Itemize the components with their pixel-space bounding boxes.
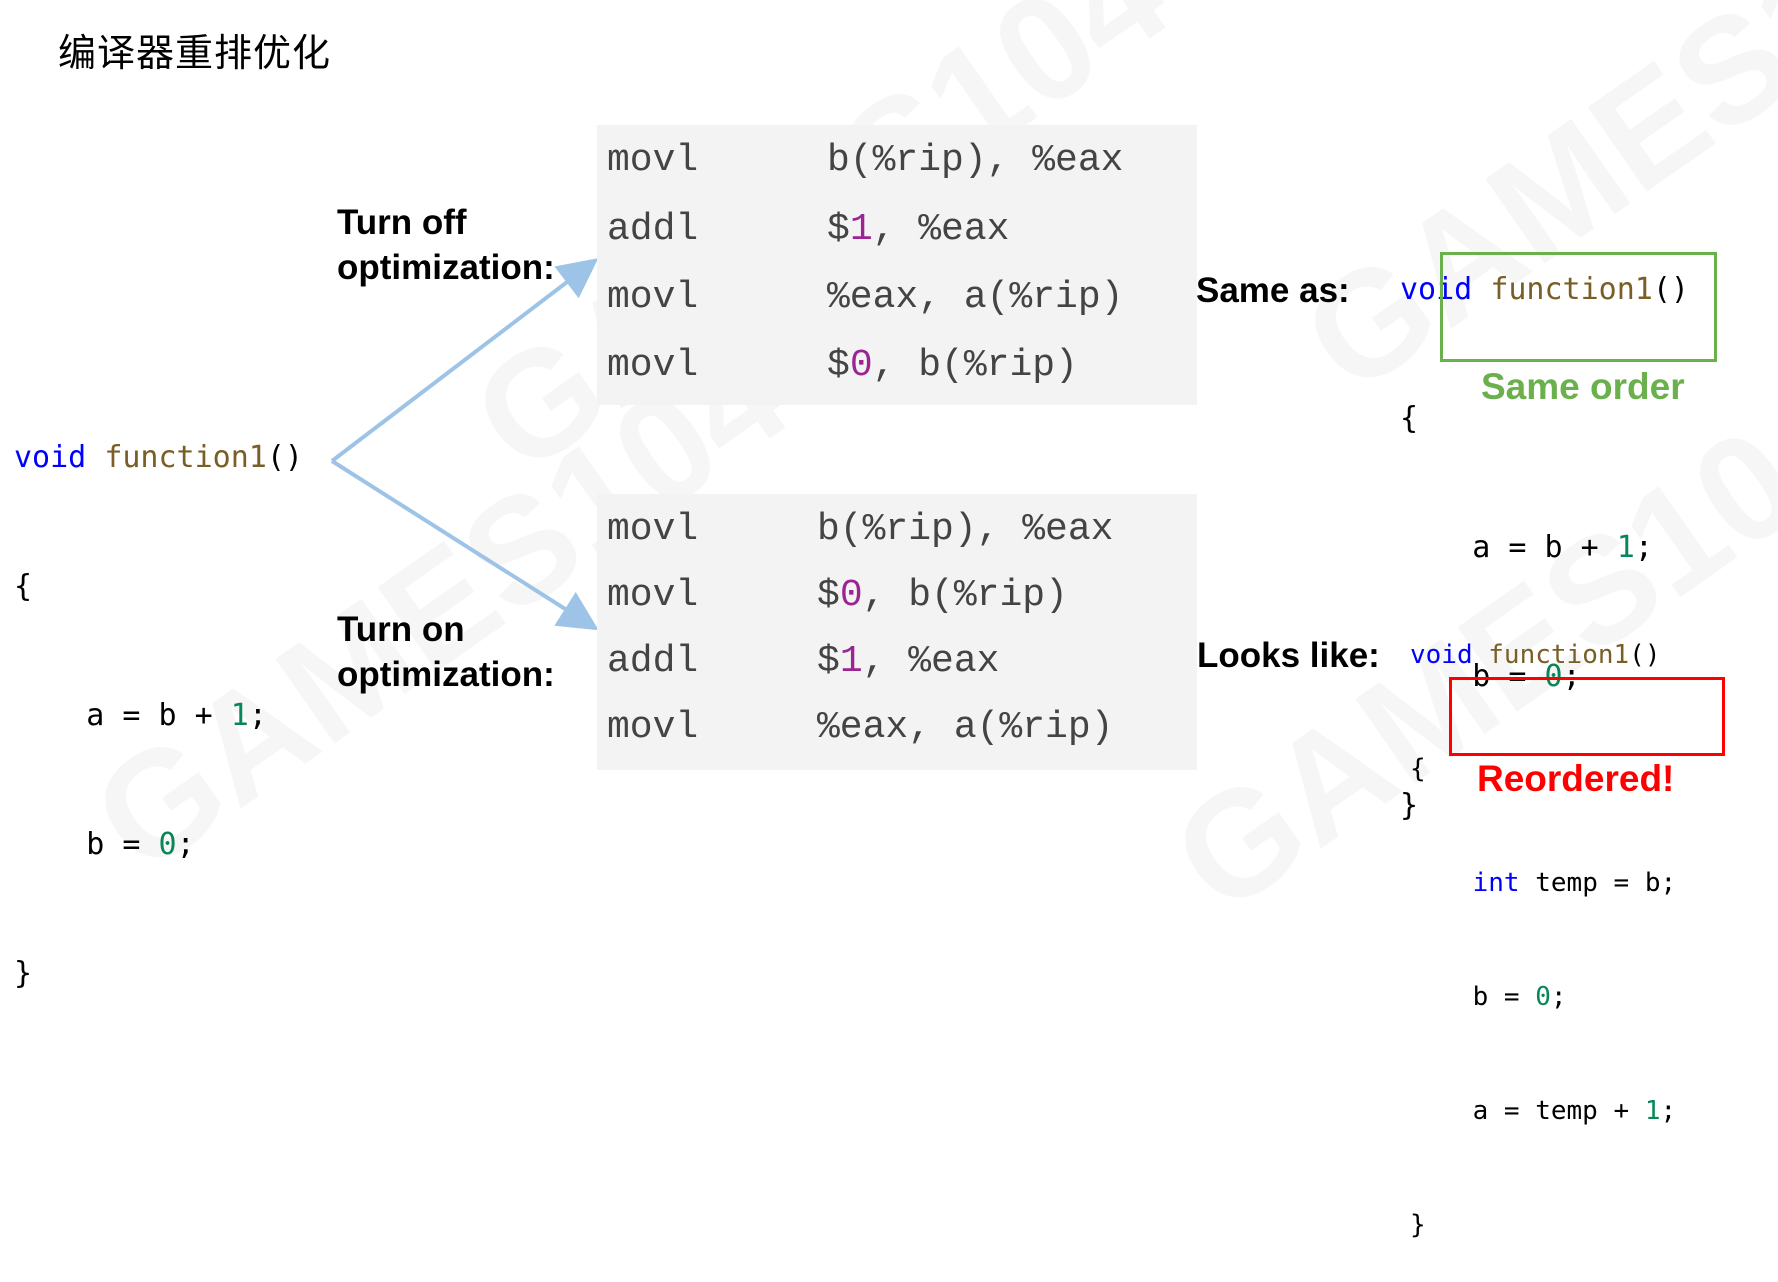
code-line: void function1() (14, 440, 303, 475)
reordered-code-block: void function1() { int temp = b; b = 0; … (1410, 560, 1676, 1282)
turn-on-optimization-label: Turn on optimization: (337, 610, 555, 694)
branch-arrows (330, 258, 599, 631)
code-line: a = b + 1; (14, 698, 267, 733)
code-line: a = b + 1; (1400, 530, 1653, 565)
code-line: b = 0; (1400, 659, 1581, 694)
code-line: { (1400, 401, 1419, 436)
arrow-up (330, 258, 599, 463)
code-line: { (14, 569, 33, 604)
same-as-label: Same as: (1196, 271, 1350, 310)
same-order-highlight-box (1440, 252, 1717, 362)
code-line: void function1() (1410, 640, 1661, 670)
code-line: b = 0; (14, 827, 195, 862)
code-line: int temp = b; (1472, 868, 1677, 898)
code-line: a = temp + 1; (1410, 1096, 1677, 1126)
code-line: } (1410, 1210, 1426, 1240)
looks-like-label: Looks like: (1197, 636, 1380, 675)
code-line: } (1400, 788, 1419, 823)
reordered-highlight-box (1449, 677, 1725, 756)
arrow-down (330, 459, 599, 631)
code-line: void function1() (1400, 272, 1689, 307)
code-line: { (1410, 754, 1426, 784)
equivalent-code-block: void function1() { a = b + 1; b = 0; } (1400, 182, 1689, 870)
reordered-caption: Reordered! (1477, 758, 1675, 799)
page-title: 编译器重排优化 (58, 31, 332, 75)
turn-off-optimization-label: Turn off optimization: (337, 203, 555, 287)
code-line: b = 0; (1410, 982, 1567, 1012)
code-line: } (14, 956, 33, 991)
same-order-caption: Same order (1481, 366, 1685, 407)
source-code-block: void function1() { a = b + 1; b = 0; } (14, 350, 303, 1038)
